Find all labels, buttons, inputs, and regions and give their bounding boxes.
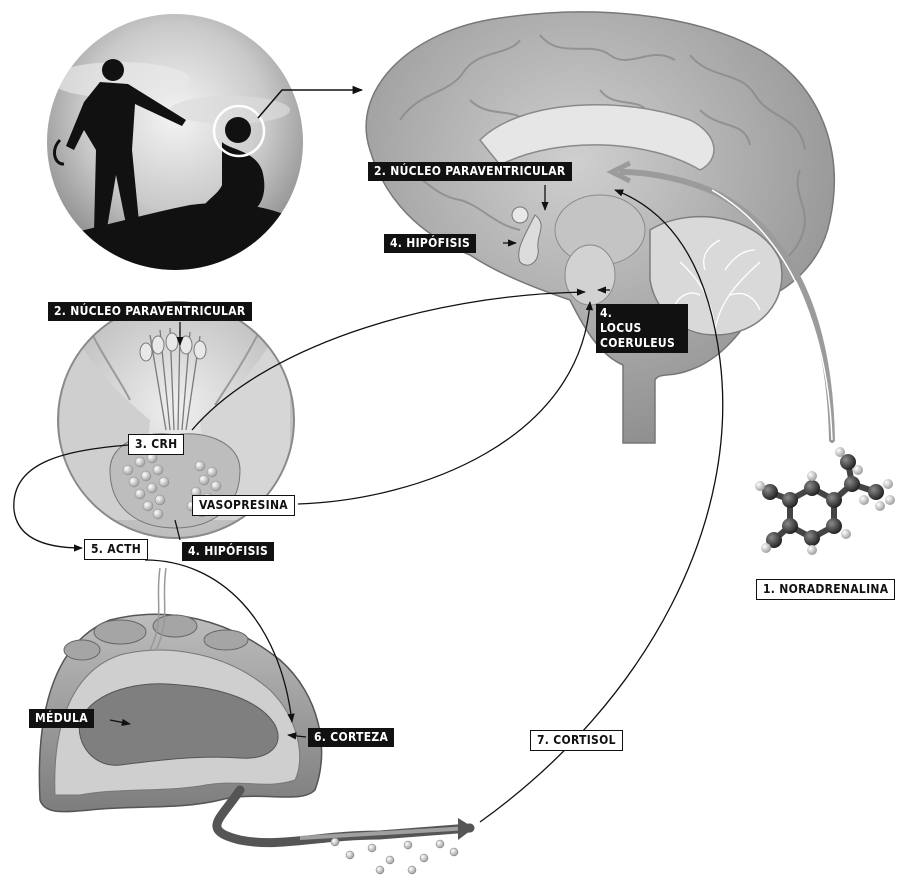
label-noradrenalina: 1. NORADRENALINA — [756, 579, 895, 600]
label-crh: 3. CRH — [128, 434, 184, 455]
label-hipofisis-brain: 4. HIPÓFISIS — [384, 234, 476, 253]
label-corteza: 6. CORTEZA — [308, 728, 394, 747]
label-locus-number: 4. — [600, 306, 684, 321]
label-locus-line2: COERULEUS — [600, 336, 684, 351]
label-acth: 5. ACTH — [84, 539, 148, 560]
label-locus-coeruleus: 4. LOCUS COERULEUS — [596, 304, 688, 353]
label-nucleo-paraventricular-brain: 2. NÚCLEO PARAVENTRICULAR — [368, 162, 572, 181]
label-nucleo-paraventricular-left: 2. NÚCLEO PARAVENTRICULAR — [48, 302, 252, 321]
stress-scene-photo — [40, 14, 310, 270]
noradrenaline-molecule-illustration — [755, 447, 895, 555]
label-hipofisis-left: 4. HIPÓFISIS — [182, 542, 274, 561]
label-vasopresina: VASOPRESINA — [192, 495, 295, 516]
brain-illustration — [366, 12, 834, 443]
label-medula: MÉDULA — [29, 709, 94, 728]
adrenal-gland-illustration — [39, 568, 474, 874]
label-locus-line1: LOCUS — [600, 321, 684, 336]
label-cortisol: 7. CORTISOL — [530, 730, 623, 751]
